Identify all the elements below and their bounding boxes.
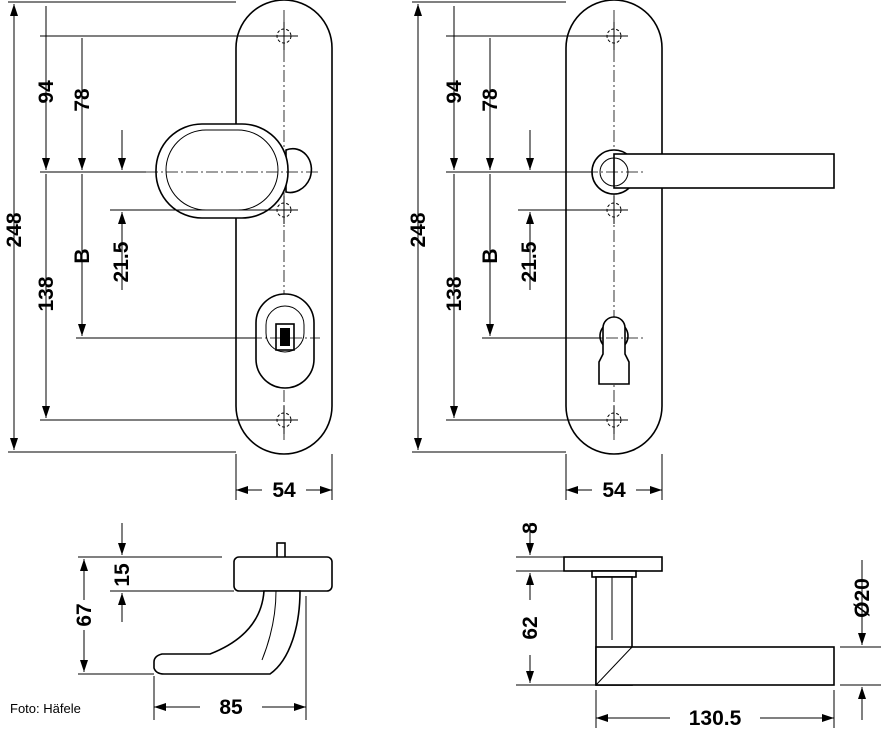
- knob-side-profile: 67 15 85: [73, 523, 333, 720]
- right-screw-top: [600, 22, 628, 50]
- right-lever: [591, 149, 835, 195]
- left-screw-middle: [270, 196, 298, 224]
- left-front-view: 248 94 78 138 B 21.5 54: [3, 0, 333, 502]
- knob-rose: [233, 556, 333, 592]
- right-dim-54: 54: [602, 479, 626, 502]
- lever-rose: [563, 556, 663, 572]
- left-screw-bottom: [270, 406, 298, 434]
- left-dim-94: 94: [35, 80, 58, 104]
- knob-body: [153, 590, 301, 675]
- left-knob: [155, 123, 313, 219]
- left-dim-138: 138: [35, 276, 58, 311]
- right-cylinder-hole: [598, 316, 630, 385]
- right-dim-b: B: [479, 248, 502, 263]
- right-dim-94: 94: [443, 80, 466, 104]
- left-dim-21-5: 21.5: [110, 241, 133, 282]
- lever-dim-130-5: 130.5: [689, 707, 742, 730]
- right-dim-248: 248: [407, 212, 430, 247]
- right-screw-bottom: [600, 406, 628, 434]
- knob-dim-15: 15: [111, 563, 134, 587]
- knob-dim-85: 85: [219, 696, 243, 719]
- lever-grip: [595, 646, 835, 686]
- left-dim-54: 54: [272, 479, 296, 502]
- right-dim-78: 78: [479, 88, 502, 112]
- right-screw-middle: [600, 196, 628, 224]
- lever-dim-8: 8: [519, 522, 542, 534]
- left-dim-b: B: [71, 248, 94, 263]
- left-dim-248: 248: [3, 212, 26, 247]
- right-dim-138: 138: [443, 276, 466, 311]
- lever-dim-diameter: Ø20: [851, 578, 874, 618]
- knob-dim-67: 67: [73, 603, 96, 626]
- left-dim-78: 78: [71, 88, 94, 112]
- lever-side-profile: 8 62 Ø20 130.5: [516, 522, 881, 730]
- left-thumbturn-rosette: [255, 293, 315, 389]
- lever-dim-62: 62: [519, 616, 542, 639]
- left-screw-top: [270, 22, 298, 50]
- right-dim-21-5: 21.5: [518, 241, 541, 282]
- right-front-view: 248 94 78 138 B 21.5 54: [407, 0, 835, 502]
- photo-credit: Foto: Häfele: [10, 701, 81, 716]
